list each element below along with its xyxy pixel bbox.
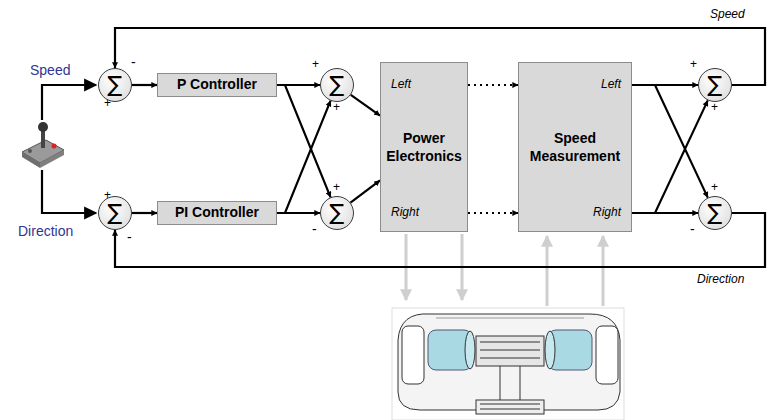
- summing-junction: ∑: [320, 68, 354, 102]
- block-title: Speed Measurement: [519, 130, 631, 165]
- signal-name: Direction: [18, 224, 73, 238]
- sign: +: [333, 101, 340, 113]
- sum-symbol: ∑: [699, 74, 731, 96]
- port-label: Left: [391, 77, 411, 91]
- summing-junction: ∑: [698, 68, 732, 102]
- vehicle-illustration: [392, 308, 624, 420]
- summing-junction: ∑: [698, 196, 732, 230]
- p-controller-box: P Controller: [157, 73, 277, 97]
- sign: +: [333, 181, 340, 193]
- sign: -: [131, 55, 136, 69]
- port-label: Right: [593, 205, 621, 219]
- summing-junction: ∑: [98, 196, 132, 230]
- signal-wire: [351, 180, 381, 202]
- sign: +: [104, 97, 111, 109]
- signal-name: Speed: [30, 63, 70, 77]
- signal-wire: [277, 101, 331, 213]
- sign: +: [711, 181, 718, 193]
- signal-wire: [277, 85, 331, 197]
- sign: +: [312, 58, 319, 70]
- sign: +: [690, 58, 697, 70]
- sign: +: [104, 189, 111, 201]
- block-title: P Controller: [158, 76, 276, 94]
- power-electronics-block: LeftPower ElectronicsRight: [380, 62, 468, 232]
- signal-name: Direction: [697, 273, 744, 285]
- vehicle-links: [406, 234, 603, 306]
- sum-symbol: ∑: [321, 74, 353, 96]
- sum-symbol: ∑: [99, 202, 131, 224]
- signal-wire: [632, 100, 708, 213]
- signal-link: [468, 212, 518, 214]
- sum-symbol: ∑: [99, 74, 131, 96]
- pi-controller-box: PI Controller: [157, 201, 277, 225]
- sum-symbol: ∑: [699, 202, 731, 224]
- signal-link: [468, 84, 518, 86]
- block-title: Power Electronics: [381, 130, 467, 165]
- block-title: PI Controller: [158, 204, 276, 222]
- port-label: Right: [391, 205, 419, 219]
- joystick-icon: [22, 122, 64, 168]
- summing-junction: ∑: [98, 68, 132, 102]
- port-label: Left: [601, 77, 621, 91]
- signal-name: Speed: [710, 8, 745, 20]
- signal-wire: [132, 84, 157, 86]
- signal-wire: [132, 212, 157, 214]
- signal-wire: [351, 95, 380, 116]
- sum-symbol: ∑: [321, 202, 353, 224]
- sign: +: [711, 101, 718, 113]
- speed-measurement-block: LeftSpeed MeasurementRight: [518, 62, 632, 232]
- sign: -: [127, 230, 132, 244]
- summing-junction: ∑: [320, 196, 354, 230]
- sign: -: [690, 222, 695, 236]
- sign: -: [312, 222, 317, 236]
